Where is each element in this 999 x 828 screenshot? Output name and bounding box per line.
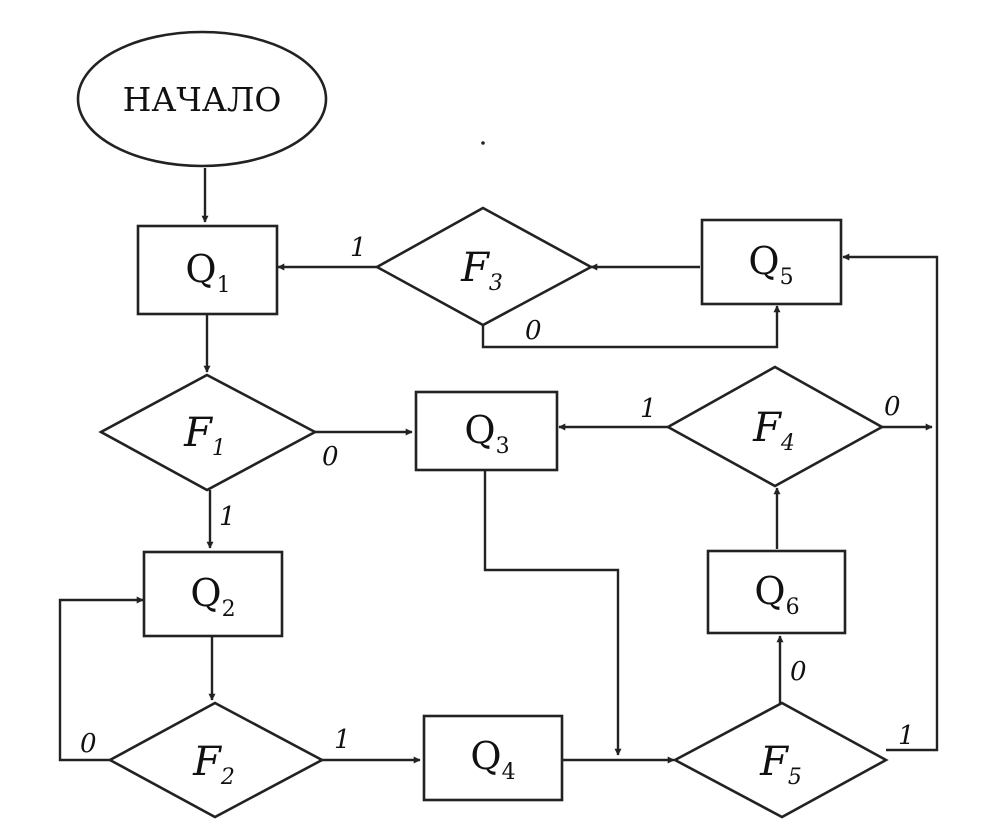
process-q3-label: Q3: [464, 408, 509, 459]
decision-f4-index: 4: [780, 431, 795, 456]
process-q2-index: 2: [222, 597, 236, 622]
branch-label-f1-false: 0: [322, 442, 339, 472]
edge-f3-false-to-q5: [481, 305, 781, 349]
process-q1-box: [136, 224, 279, 316]
edge-f5-true-rail-to-q5: [842, 253, 939, 752]
process-q5-box: [700, 218, 843, 306]
branch-label-f5-true: 1: [898, 721, 915, 751]
process-q1-label: Q1: [185, 247, 230, 298]
process-q3-index: 3: [496, 434, 510, 459]
branch-label-f3-true: 1: [350, 233, 367, 263]
branch-label-f1-true: 1: [219, 502, 236, 532]
process-q2-box: [142, 550, 284, 638]
decision-f4-letter: F: [752, 405, 782, 451]
process-q3-letter: Q: [464, 408, 495, 452]
process-q4: Q4: [422, 714, 564, 802]
branch-label-f4-false: 0: [884, 392, 901, 422]
decision-f2-index: 2: [220, 765, 235, 790]
process-q4-letter: Q: [470, 734, 501, 778]
decision-f3-diamond: [374, 206, 594, 327]
decision-f3-label: F3: [460, 245, 503, 296]
decision-f2-label: F2: [192, 739, 235, 790]
process-q6-index: 6: [786, 595, 800, 620]
decision-f5-index: 5: [788, 765, 802, 790]
process-q4-label: Q4: [470, 734, 515, 785]
process-q5-letter: Q: [748, 239, 779, 283]
decision-f3-index: 3: [489, 271, 503, 296]
process-q6-label: Q6: [754, 569, 799, 620]
decision-f4: F4: [665, 365, 885, 488]
decision-f4-diamond: [665, 365, 885, 488]
process-q5-index: 5: [780, 265, 794, 290]
decision-f1-diamond: [98, 373, 318, 492]
process-q1: Q1: [136, 224, 279, 316]
process-q3-box: [414, 390, 559, 472]
decision-f2: F2: [107, 701, 325, 819]
process-q6-letter: Q: [754, 569, 785, 613]
branch-label-f2-true: 1: [334, 725, 351, 755]
branch-label-f2-false: 0: [80, 729, 97, 759]
decision-f1: F1: [98, 373, 318, 492]
start-label: НАЧАЛО: [123, 80, 282, 119]
decision-f4-label: F4: [752, 405, 795, 456]
decision-f2-letter: F: [192, 739, 222, 785]
process-q3: Q3: [414, 390, 559, 472]
branch-label-f5-false: 0: [790, 657, 807, 687]
branch-labels: 1 0 0 1 1 0 1 0 0 1: [80, 233, 915, 759]
decision-f1-index: 1: [212, 436, 226, 461]
connectors: [58, 168, 939, 764]
process-q5-label: Q5: [748, 239, 793, 290]
decision-f5-letter: F: [759, 739, 789, 785]
decision-f2-diamond: [107, 701, 325, 819]
process-q1-letter: Q: [185, 247, 216, 291]
decision-f1-label: F1: [183, 410, 226, 461]
decision-f5: F5: [672, 701, 889, 819]
decision-f3-letter: F: [460, 245, 490, 291]
process-q6-box: [706, 549, 847, 635]
process-q2-letter: Q: [190, 571, 221, 615]
stray-dot: [481, 141, 485, 145]
decision-f5-diamond: [672, 701, 889, 819]
process-q2: Q2: [142, 550, 284, 638]
branch-label-f3-false: 0: [525, 316, 542, 346]
branch-label-f4-true: 1: [640, 394, 657, 424]
decision-f1-letter: F: [183, 410, 213, 456]
start-terminal: НАЧАЛО: [76, 30, 328, 168]
process-q4-index: 4: [502, 760, 516, 785]
decision-f5-label: F5: [759, 739, 802, 790]
decision-f3: F3: [374, 206, 594, 327]
process-q2-label: Q2: [190, 571, 235, 622]
edge-f2-false-loop-to-q2: [58, 596, 144, 762]
process-q5: Q5: [700, 218, 843, 306]
edge-q3-to-f5-merge: [483, 471, 622, 756]
start-oval: [76, 30, 328, 168]
process-q4-box: [422, 714, 564, 802]
process-q1-index: 1: [217, 273, 231, 298]
process-q6: Q6: [706, 549, 847, 635]
